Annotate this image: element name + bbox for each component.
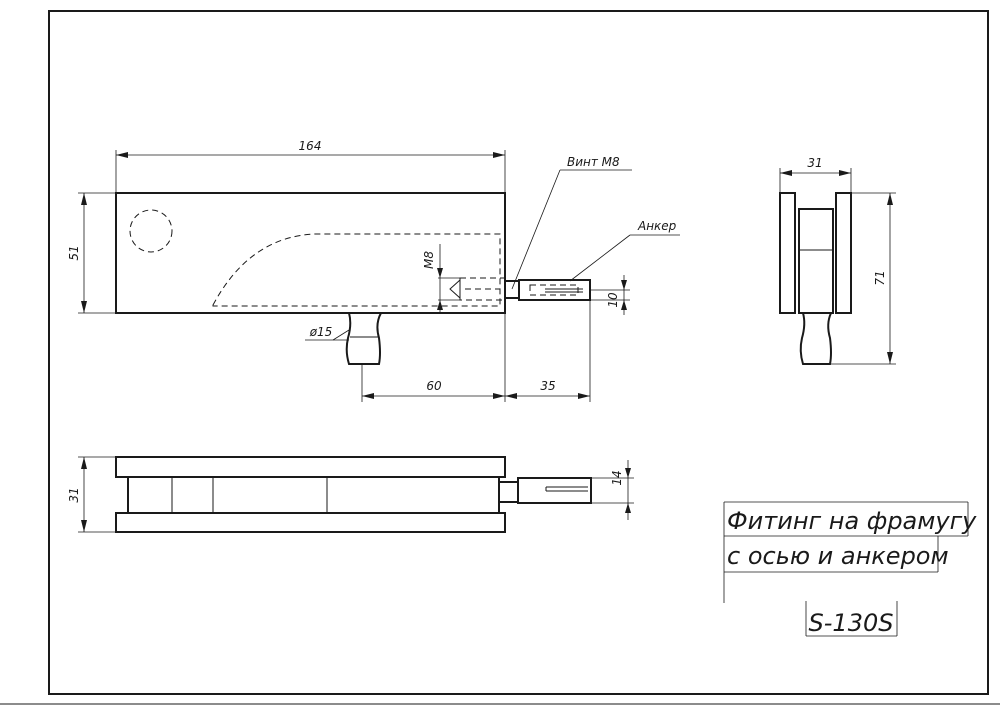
bottom-view <box>115 456 592 533</box>
dim-164-text: 164 <box>299 139 322 153</box>
bottom-anchor-body <box>517 477 592 504</box>
title-block: Фитинг на фрамугу с осью и анкером S-130… <box>723 501 977 637</box>
dim-51: 51 <box>67 192 116 314</box>
bottom-lower-plate <box>115 512 506 533</box>
drawing-frame <box>48 10 989 695</box>
axis-pin <box>345 312 383 365</box>
dim-side-71-text: 71 <box>873 270 887 285</box>
dim-10: 10 <box>590 275 630 315</box>
title-line-1: Фитинг на фрамугу <box>727 507 977 535</box>
anchor-slot <box>529 284 579 296</box>
model-code: S-130S <box>809 609 894 637</box>
dim-14: 14 <box>591 460 634 520</box>
dim-60-text: 60 <box>426 379 442 393</box>
dim-bottom-31-text: 31 <box>67 487 81 502</box>
leader-anchor: Анкер <box>569 219 680 282</box>
dim-side-31-text: 31 <box>807 156 822 170</box>
dim-side-71: 71 <box>830 192 896 365</box>
front-body <box>115 192 506 314</box>
callout-screw-text: Винт М8 <box>567 155 620 169</box>
hidden-cavity <box>212 233 501 307</box>
dim-164: 164 <box>115 139 506 193</box>
dim-m8-text: M8 <box>422 251 436 269</box>
dim-side-31: 31 <box>779 156 852 193</box>
leader-screw: Винт М8 <box>511 155 632 290</box>
dim-m8: M8 <box>422 244 460 313</box>
dim-10-text: 10 <box>606 292 620 308</box>
side-left-plate <box>779 192 796 314</box>
anchor-collar <box>504 280 520 299</box>
callout-phi15: ø15 <box>305 325 350 341</box>
title-line-2: с осью и анкером <box>727 542 949 570</box>
bottom-anchor-collar <box>498 481 519 503</box>
dim-51-text: 51 <box>67 245 81 260</box>
side-pin <box>799 312 833 365</box>
bottom-top-plate <box>115 456 506 478</box>
hidden-hole <box>129 209 173 253</box>
bottom-core <box>127 476 500 514</box>
screw-tip <box>449 278 461 300</box>
side-core <box>798 208 834 314</box>
side-view <box>779 192 852 365</box>
front-view <box>115 192 591 365</box>
side-right-plate <box>835 192 852 314</box>
dim-phi15-text: ø15 <box>309 325 333 339</box>
dim-14-text: 14 <box>610 470 624 485</box>
dim-60-35: 60 35 <box>361 300 591 402</box>
callout-anchor-text: Анкер <box>637 219 677 233</box>
dim-bottom-31: 31 <box>67 456 116 533</box>
dim-35-text: 35 <box>540 379 555 393</box>
